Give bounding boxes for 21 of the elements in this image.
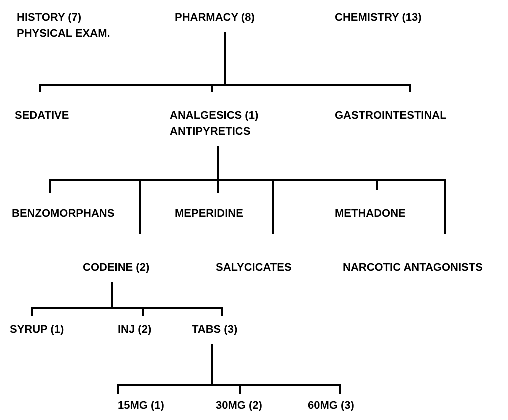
node-label: INJ (2) — [118, 322, 173, 338]
node-label: BENZOMORPHANS — [12, 206, 122, 222]
node-label: PHARMACY (8) — [175, 10, 285, 26]
category-label: CHEMISTRY (13) — [335, 11, 423, 26]
node-label: 30MG (2) — [216, 398, 286, 414]
node-label: METHADONE — [335, 206, 420, 222]
category-label: HISTORY (7) PHYSICAL EXAM. — [17, 11, 112, 42]
connector-line — [224, 32, 411, 92]
node-label: MEPERIDINE — [175, 206, 260, 222]
connector-line — [217, 146, 446, 234]
connector-line — [211, 344, 341, 394]
node-label: 60MG (3) — [308, 398, 378, 414]
node-label: NARCOTIC ANTAGONISTS — [343, 260, 503, 276]
node-label: SALYCICATES — [216, 260, 311, 276]
node-label: SEDATIVE — [15, 108, 95, 124]
node-label: 15MG (1) — [118, 398, 188, 414]
node-label: GASTROINTESTINAL — [335, 108, 465, 124]
node-label: TABS (3) — [192, 322, 257, 338]
node-label: ANALGESICS (1) ANTIPYRETICS — [170, 108, 290, 140]
node-label: SYRUP (1) — [10, 322, 85, 338]
node-label: CODEINE (2) — [83, 260, 173, 276]
